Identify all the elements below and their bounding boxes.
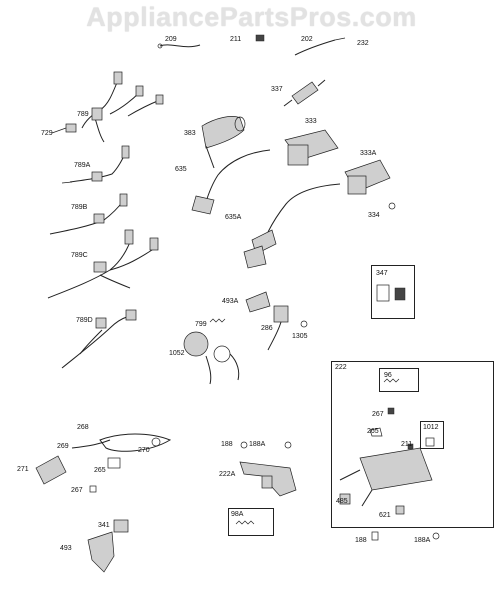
callout-188-upper[interactable]: 188: [221, 441, 233, 448]
callout-635A[interactable]: 635A: [225, 214, 242, 221]
sub-box-1012: [420, 421, 444, 449]
callout-286[interactable]: 286: [261, 325, 273, 332]
bracket-493: [87, 531, 115, 573]
bracket-265: [107, 457, 121, 469]
callout-202[interactable]: 202: [301, 36, 313, 43]
harness-789B: [49, 193, 128, 235]
callout-269[interactable]: 269: [57, 443, 69, 450]
callout-211[interactable]: 211: [230, 36, 242, 43]
callout-188A-upper[interactable]: 188A: [249, 441, 266, 448]
callout-347[interactable]: 347: [376, 270, 388, 277]
harness-789: [51, 71, 164, 143]
part-341: [113, 519, 129, 533]
callout-789B[interactable]: 789B: [71, 204, 88, 211]
callout-485[interactable]: 485: [336, 498, 348, 505]
callout-729[interactable]: 729: [41, 130, 53, 137]
callout-337[interactable]: 337: [271, 86, 283, 93]
callout-789[interactable]: 789: [77, 111, 89, 118]
callout-493[interactable]: 493: [60, 545, 72, 552]
callout-635[interactable]: 635: [175, 166, 187, 173]
callout-96[interactable]: 96: [384, 372, 392, 379]
callout-222A[interactable]: 222A: [219, 471, 236, 478]
part-209-cable: [157, 43, 201, 49]
sub-box-98A: [228, 508, 274, 536]
harness-789C: [47, 229, 159, 299]
callout-211-right[interactable]: 211: [401, 441, 413, 448]
callout-334[interactable]: 334: [368, 212, 380, 219]
screw-1305: [300, 320, 308, 328]
screw-188-bottom: [371, 531, 379, 541]
callout-188-lower[interactable]: 188: [355, 537, 367, 544]
site-watermark: AppliancePartsPros.com: [86, 2, 417, 32]
callout-270[interactable]: 270: [138, 447, 150, 454]
callout-341[interactable]: 341: [98, 522, 110, 529]
spark-plug-337: [283, 79, 326, 107]
lever-271: [35, 455, 67, 485]
ignition-coil-333: [191, 129, 339, 215]
bracket-493A: [245, 291, 271, 313]
part-211-clip: [255, 34, 265, 42]
bracket-222A: [239, 441, 297, 497]
spring-98A: [235, 520, 255, 525]
harness-789D: [61, 309, 137, 369]
callout-265-upper[interactable]: 265: [367, 428, 379, 435]
callout-268[interactable]: 268: [77, 424, 89, 431]
callout-333[interactable]: 333: [305, 118, 317, 125]
callout-789A[interactable]: 789A: [74, 162, 91, 169]
callout-789C[interactable]: 789C: [71, 252, 88, 259]
screw-267: [89, 485, 97, 493]
callout-232[interactable]: 232: [357, 40, 369, 47]
callout-98A[interactable]: 98A: [231, 511, 244, 518]
assembly-frame-222: [331, 361, 494, 528]
callout-621[interactable]: 621: [379, 512, 391, 519]
kit-347-items: [376, 284, 406, 302]
kit-box-347: [371, 265, 415, 319]
part-202-wire: [294, 37, 346, 56]
callout-789D[interactable]: 789D: [76, 317, 93, 324]
spring-799: [209, 318, 226, 323]
callout-267-upper[interactable]: 267: [372, 411, 384, 418]
callout-799[interactable]: 799: [195, 321, 207, 328]
alternator-1052: [183, 331, 240, 385]
sub-box-96: [379, 368, 419, 392]
callout-383[interactable]: 383: [184, 130, 196, 137]
ignition-coil-333A: [243, 159, 396, 269]
callout-209[interactable]: 209: [165, 36, 177, 43]
throttle-assembly-222: [339, 378, 435, 515]
callout-1305[interactable]: 1305: [292, 333, 308, 340]
callout-1052[interactable]: 1052: [169, 350, 185, 357]
callout-271[interactable]: 271: [17, 466, 29, 473]
callout-267-lower[interactable]: 267: [71, 487, 83, 494]
cable-268: [71, 433, 172, 452]
harness-789A: [61, 145, 130, 184]
callout-222[interactable]: 222: [335, 364, 347, 371]
callout-333A[interactable]: 333A: [360, 150, 377, 157]
screw-188A-bottom: [432, 532, 440, 540]
callout-265-lower[interactable]: 265: [94, 467, 106, 474]
module-286: [267, 305, 289, 351]
callout-188A-lower[interactable]: 188A: [414, 537, 431, 544]
callout-1012[interactable]: 1012: [423, 424, 439, 431]
part-383-boot: [201, 116, 246, 169]
callout-493A[interactable]: 493A: [222, 298, 239, 305]
